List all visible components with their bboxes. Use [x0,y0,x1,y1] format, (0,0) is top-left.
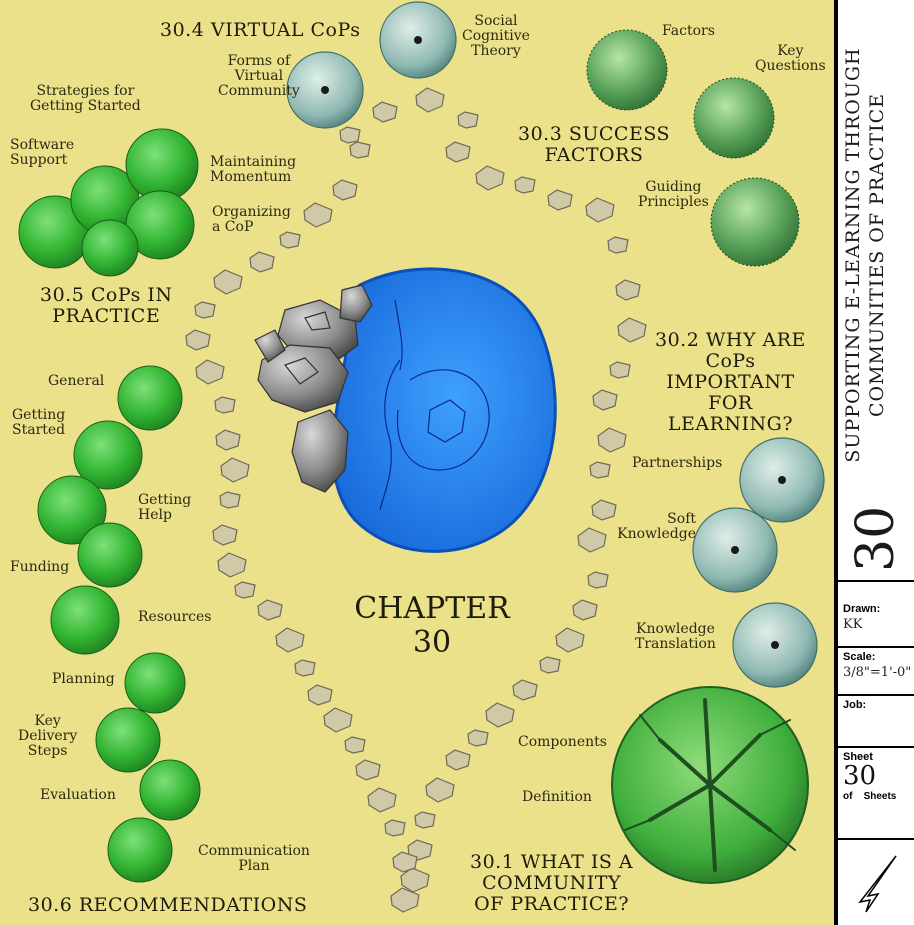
stepping-stone [356,760,380,780]
stepping-stone [216,430,240,450]
stepping-stone [196,360,224,384]
stepping-stone [333,180,357,200]
scale-cell: Scale:3/8"=1'-0" [838,648,914,696]
label-components: Components [518,735,607,750]
large-tree [612,687,808,883]
stepping-stone [573,600,597,620]
stepping-stone [250,252,274,272]
stepping-stone [340,127,360,143]
stepping-stone [220,492,240,508]
stepping-stone [295,660,315,676]
stepping-stone [616,280,640,300]
stepping-stone [324,708,352,732]
stepping-stone [446,750,470,770]
stepping-stone [195,302,215,318]
stepping-stone [608,237,628,253]
stepping-stone [618,318,646,342]
shrub-group-recommendations [96,653,200,882]
stepping-stone [186,330,210,350]
stepping-stone [215,397,235,413]
stepping-stone [426,778,454,802]
north-arrow-icon [848,850,906,918]
stepping-stone [515,177,535,193]
stepping-stone [610,362,630,378]
label-organizing-a-cop: Organizinga CoP [212,205,291,235]
stepping-stone [373,102,397,122]
label-evaluation: Evaluation [40,788,116,803]
stepping-stone [368,788,396,812]
stepping-stone [308,685,332,705]
label-planning: Planning [52,672,115,687]
label-resources: Resources [138,610,211,625]
stepping-stone [588,572,608,588]
stepping-stone [350,142,370,158]
stepping-stone [446,142,470,162]
label-definition: Definition [522,790,592,805]
stepping-stone [548,190,572,210]
chapter-number: 30 [846,512,906,572]
drawn-cell: Drawn:KK [838,600,914,648]
stepping-stone [235,582,255,598]
label-factors: Factors [662,24,715,39]
stepping-stone [486,703,514,727]
stepping-stone [586,198,614,222]
section-30-4-title: 30.4 VIRTUAL CoPs [160,20,361,41]
stepping-stone [513,680,537,700]
stepping-stone [345,737,365,753]
stepping-stone [590,462,610,478]
stepping-stone [385,820,405,836]
stepping-stone [540,657,560,673]
stepping-stone [578,528,606,552]
stepping-stone [221,458,249,482]
sheet-cell: Sheet 30 of Sheets [838,748,914,840]
stepping-stone [416,88,444,112]
stepping-stone [276,628,304,652]
job-cell: Job: [838,696,914,748]
stepping-stone [468,730,488,746]
stepping-stone [213,525,237,545]
stepping-stone [214,270,242,294]
stepping-stone [258,600,282,620]
stepping-stone [218,553,246,577]
stepping-stone [415,812,435,828]
stepping-stone [598,428,626,452]
stepping-stone [556,628,584,652]
label-general: General [48,374,104,389]
label-funding: Funding [10,560,69,575]
stepping-stone [304,203,332,227]
stepping-stone [458,112,478,128]
section-30-6-title: 30.6 RECOMMENDATIONS [28,895,307,916]
stepping-stone [593,390,617,410]
label-partnerships: Partnerships [632,456,722,471]
stepping-stone [476,166,504,190]
